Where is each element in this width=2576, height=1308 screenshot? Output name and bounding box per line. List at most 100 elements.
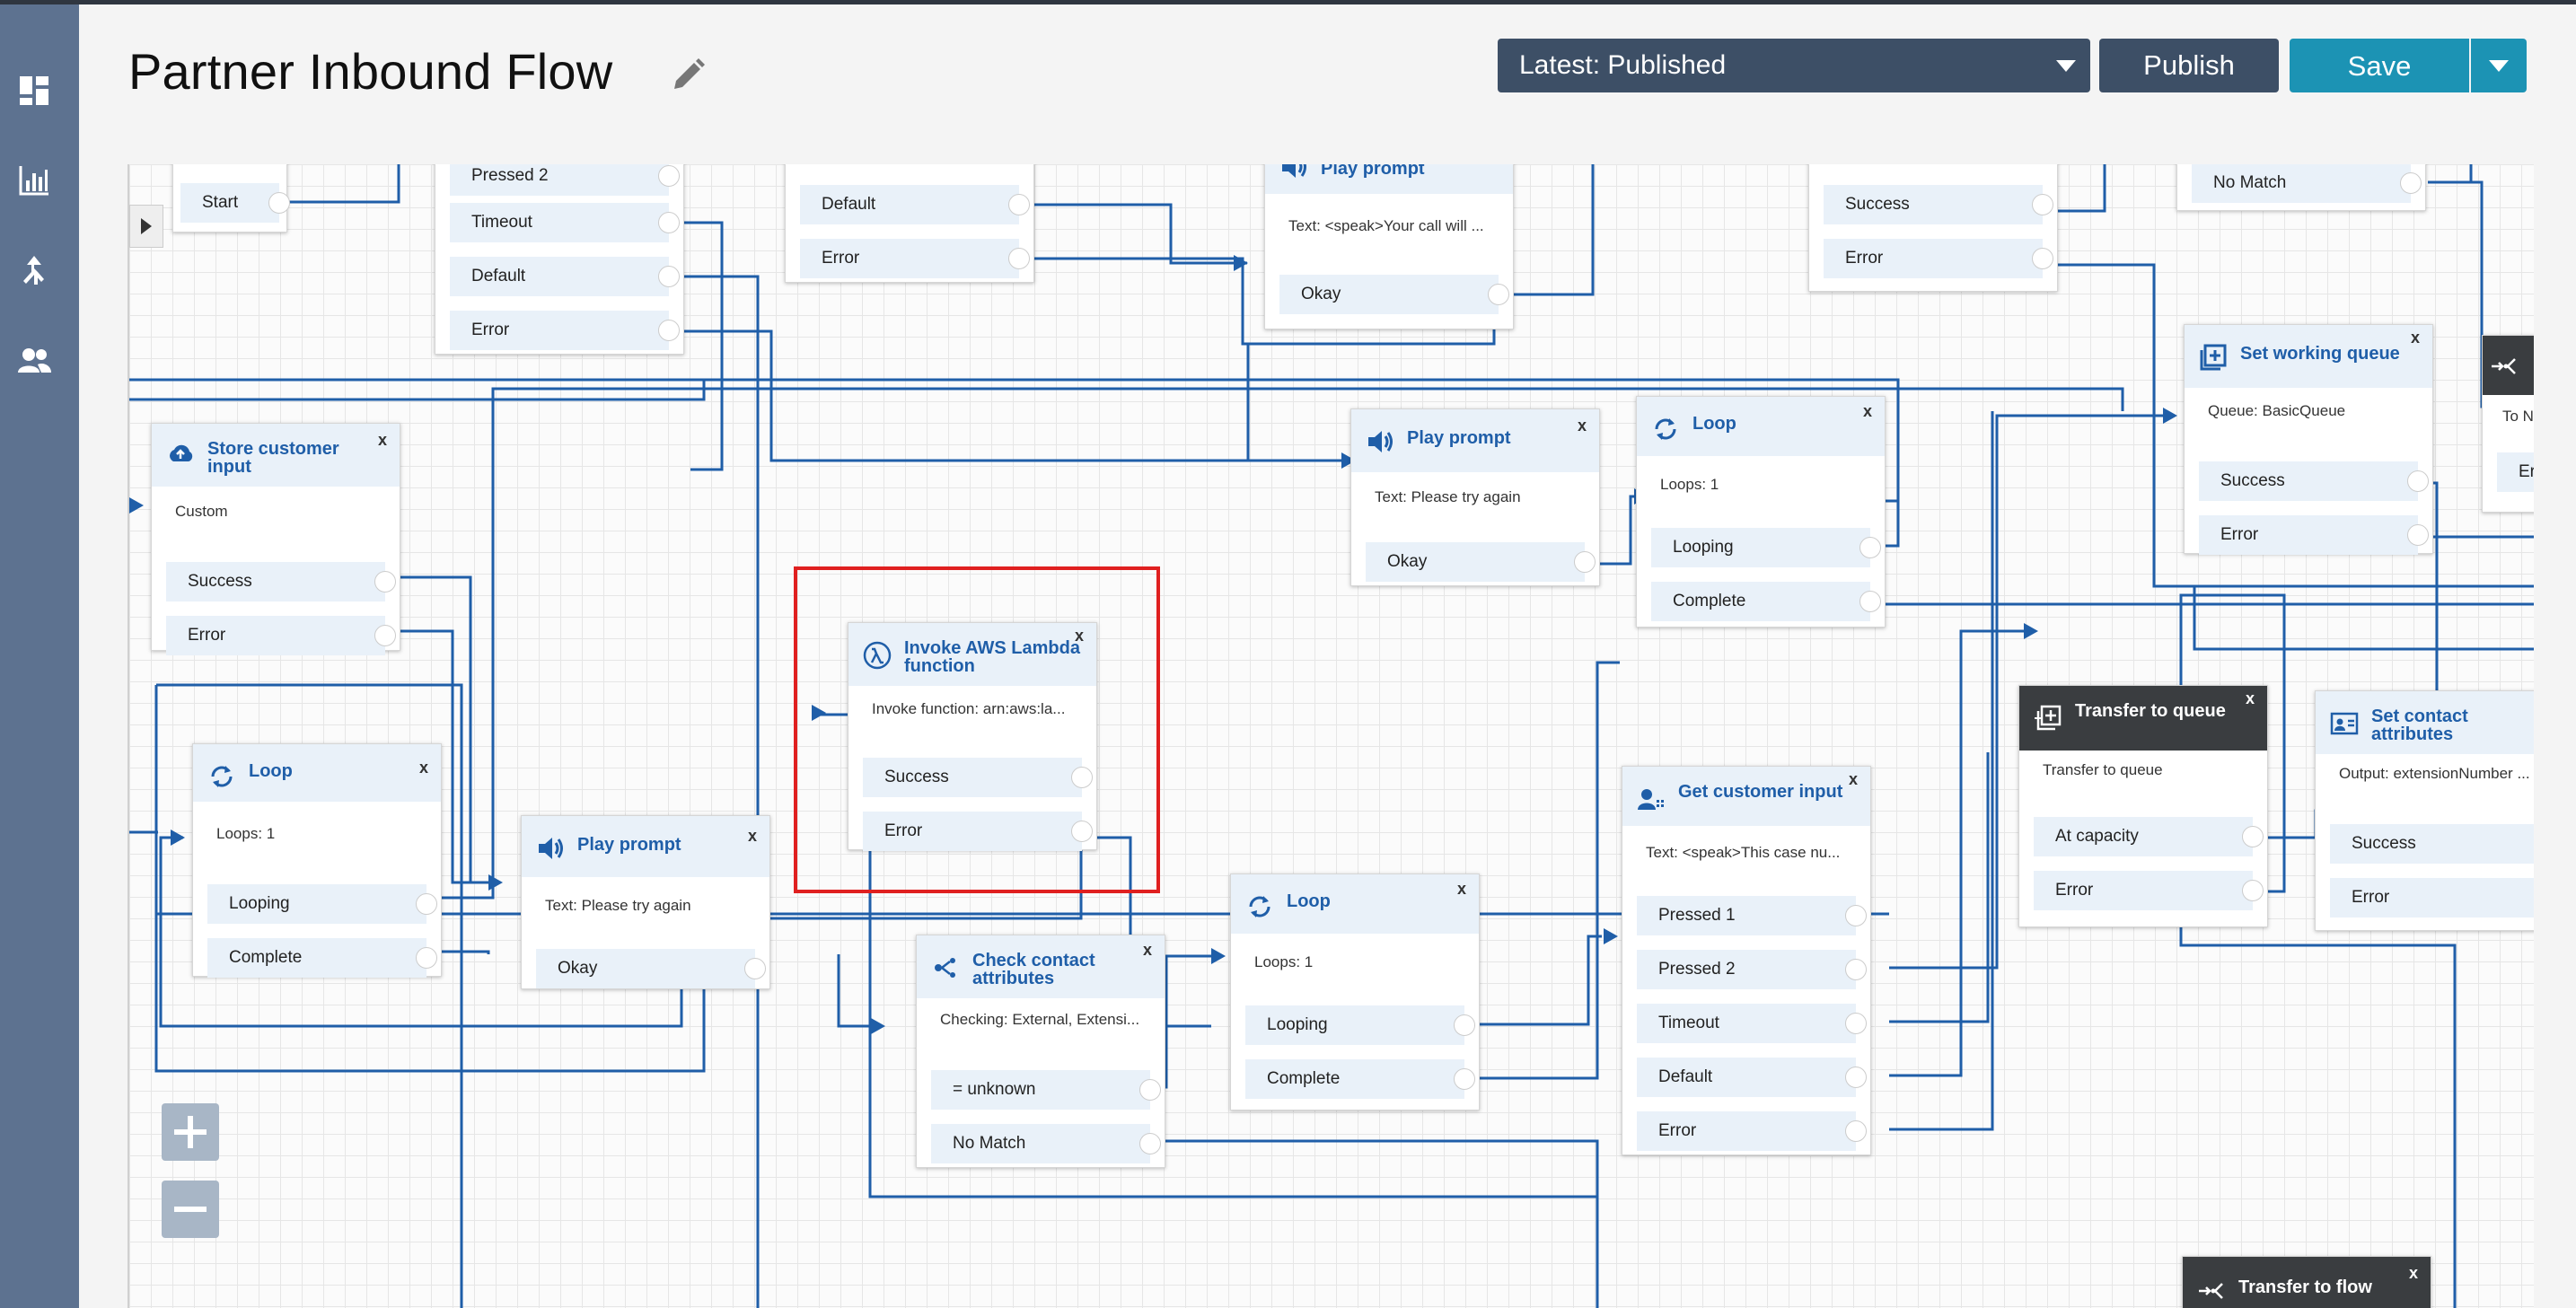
- invoke-lambda-block[interactable]: Invoke AWS Lambda function x Invoke func…: [848, 622, 1097, 851]
- port-okay[interactable]: Okay: [1279, 275, 1509, 314]
- port-dot[interactable]: [1845, 1120, 1867, 1142]
- port-dot[interactable]: [1859, 591, 1881, 612]
- close-icon[interactable]: x: [1848, 770, 1858, 788]
- port-okay[interactable]: Okay: [536, 949, 766, 988]
- port-looping[interactable]: Looping: [1651, 528, 1881, 567]
- port-dot[interactable]: [1574, 551, 1596, 573]
- port-dot[interactable]: [416, 947, 437, 969]
- port-dot[interactable]: [1859, 537, 1881, 558]
- transfer-to-queue-block[interactable]: Transfer to queue x Transfer to queue At…: [2018, 685, 2268, 927]
- close-icon[interactable]: x: [377, 431, 387, 449]
- port-dot[interactable]: [1488, 284, 1509, 305]
- top-right-block[interactable]: Success Error: [1808, 164, 2058, 292]
- port-dot[interactable]: [2242, 826, 2264, 847]
- close-icon[interactable]: x: [418, 759, 428, 777]
- port-dot[interactable]: [658, 320, 680, 341]
- loop-block[interactable]: Loop x Loops: 1 Looping Complete: [1230, 873, 1480, 1110]
- port-dot[interactable]: [1008, 194, 1030, 215]
- close-icon[interactable]: x: [1862, 402, 1872, 420]
- port-dot[interactable]: [268, 192, 290, 214]
- port-dot[interactable]: [374, 571, 396, 593]
- port-success[interactable]: Success: [863, 758, 1093, 797]
- port-dot[interactable]: [2407, 524, 2429, 546]
- port-pressed-1[interactable]: Pressed 1: [1637, 896, 1867, 935]
- port-dot[interactable]: [2032, 248, 2053, 269]
- metrics-icon[interactable]: [16, 162, 52, 198]
- play-prompt-block[interactable]: Play prompt x Text: Please try again Oka…: [1350, 408, 1600, 586]
- port-dot[interactable]: [744, 958, 766, 979]
- port-dot[interactable]: [2032, 194, 2053, 215]
- zoom-out-button[interactable]: [162, 1181, 219, 1238]
- close-icon[interactable]: x: [2410, 329, 2420, 347]
- port-dot[interactable]: [1008, 248, 1030, 269]
- zoom-in-button[interactable]: [162, 1103, 219, 1161]
- start-block[interactable]: Start: [172, 164, 290, 233]
- version-select[interactable]: Latest: Published: [1498, 39, 2090, 92]
- close-icon[interactable]: x: [1142, 941, 1152, 959]
- flow-canvas[interactable]: Start Pressed 2 Timeout Default Error De…: [127, 164, 2534, 1308]
- port-error[interactable]: Error: [863, 812, 1093, 851]
- port-dot[interactable]: [1139, 1133, 1161, 1154]
- port-dot[interactable]: [2400, 172, 2422, 194]
- check-contact-attributes-block[interactable]: Check contact attributes x Checking: Ext…: [916, 935, 1165, 1168]
- close-icon[interactable]: x: [1456, 880, 1466, 898]
- port-default[interactable]: Default: [800, 185, 1030, 224]
- port-no-match[interactable]: No Match: [931, 1124, 1161, 1163]
- port-dot[interactable]: [658, 165, 680, 187]
- port-dot[interactable]: [2242, 880, 2264, 901]
- port-complete[interactable]: Complete: [207, 938, 437, 978]
- port-looping[interactable]: Looping: [1245, 1005, 1475, 1045]
- port-success[interactable]: Success: [166, 562, 396, 601]
- port-okay[interactable]: Okay: [1366, 542, 1596, 582]
- port-dot[interactable]: [658, 212, 680, 233]
- routing-icon[interactable]: [16, 252, 52, 288]
- top-menu-block[interactable]: Pressed 2 Timeout Default Error: [435, 164, 684, 355]
- port-error[interactable]: Error: [2330, 878, 2534, 917]
- port-complete[interactable]: Complete: [1651, 582, 1881, 621]
- panel-expander[interactable]: [129, 205, 163, 248]
- port-dot[interactable]: [1845, 1067, 1867, 1088]
- close-icon[interactable]: x: [1577, 417, 1587, 435]
- port-error[interactable]: Error: [1637, 1111, 1867, 1151]
- top-mid-block[interactable]: Default Error: [785, 164, 1034, 283]
- port-at-capacity[interactable]: At capacity: [2034, 817, 2264, 856]
- store-customer-input-block[interactable]: Store customer input x Custom Success Er…: [151, 423, 400, 655]
- port-error[interactable]: Error: [2199, 515, 2429, 555]
- top-right-nomatch-block[interactable]: No Match: [2176, 164, 2426, 211]
- dashboard-icon[interactable]: [16, 73, 52, 109]
- port-error[interactable]: Error: [1824, 239, 2053, 278]
- port-default[interactable]: Default: [450, 257, 680, 296]
- play-prompt-block[interactable]: Play prompt Text: <speak>Your call will …: [1264, 164, 1514, 329]
- port-error[interactable]: Error: [800, 239, 1030, 278]
- port-success[interactable]: Success: [1824, 185, 2053, 224]
- close-icon[interactable]: x: [747, 827, 757, 845]
- port-error[interactable]: Error: [450, 311, 680, 350]
- set-working-queue-block[interactable]: Set working queue x Queue: BasicQueue Su…: [2184, 324, 2433, 555]
- users-icon[interactable]: [16, 342, 52, 378]
- loop-block[interactable]: Loop x Loops: 1 Looping Complete: [1636, 396, 1886, 628]
- play-prompt-block[interactable]: Play prompt x Text: Please try again Oka…: [521, 815, 770, 989]
- port-dot[interactable]: [1139, 1079, 1161, 1101]
- edge-block[interactable]: To N Er: [2482, 335, 2534, 513]
- port-dot[interactable]: [1845, 959, 1867, 980]
- port-timeout[interactable]: Timeout: [450, 203, 680, 242]
- port-looping[interactable]: Looping: [207, 884, 437, 924]
- transfer-to-flow-block[interactable]: Transfer to flow x: [2182, 1256, 2431, 1308]
- get-customer-input-block[interactable]: Get customer input x Text: <speak>This c…: [1622, 766, 1871, 1155]
- port-success[interactable]: Success: [2199, 461, 2429, 501]
- port-unknown[interactable]: = unknown: [931, 1070, 1161, 1110]
- pencil-icon[interactable]: [667, 55, 708, 96]
- port-dot[interactable]: [1845, 1013, 1867, 1034]
- port-dot[interactable]: [658, 266, 680, 287]
- port-dot[interactable]: [1071, 767, 1093, 788]
- port-default[interactable]: Default: [1637, 1058, 1867, 1097]
- port-error[interactable]: Error: [2034, 871, 2264, 910]
- port-complete[interactable]: Complete: [1245, 1059, 1475, 1099]
- port-dot[interactable]: [1454, 1014, 1475, 1036]
- port-pressed-2[interactable]: Pressed 2: [450, 164, 680, 196]
- start-port[interactable]: Start: [180, 183, 290, 223]
- close-icon[interactable]: x: [2408, 1264, 2418, 1282]
- port-timeout[interactable]: Timeout: [1637, 1004, 1867, 1043]
- port-dot[interactable]: [1845, 905, 1867, 926]
- port-dot[interactable]: [1071, 821, 1093, 842]
